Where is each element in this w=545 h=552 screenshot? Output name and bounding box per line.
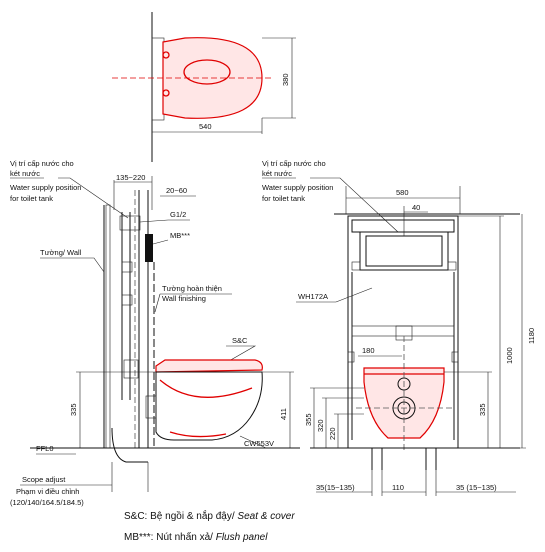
side-dim-335: 335	[69, 403, 78, 416]
side-seat	[155, 359, 263, 373]
sc-note: S&C: Bệ ngồi & nắp đậy/ Seat & cover	[124, 509, 295, 522]
finishing-en-label: Wall finishing	[162, 294, 206, 303]
front-dim-320: 320	[316, 419, 325, 432]
side-dim-411: 411	[279, 408, 288, 420]
front-dim-40: 40	[412, 203, 420, 212]
side-supply-en-1: Water supply position	[10, 183, 81, 192]
side-view: Vị trí cấp nước cho két nước Water suppl…	[10, 159, 300, 507]
sc-label: S&C	[232, 336, 248, 345]
front-dim-1000: 1000	[505, 347, 514, 364]
finishing-vi-label: Tường hoàn thiện	[162, 284, 222, 293]
scope-en-label: Scope adjust	[22, 475, 66, 484]
front-supply-vi-1: Vị trí cấp nước cho	[262, 159, 326, 168]
side-dim-135-220: 135~220	[116, 173, 145, 182]
top-depth-label: 380	[281, 73, 290, 86]
front-dim-220: 220	[328, 427, 337, 440]
front-dim-110: 110	[392, 483, 404, 492]
front-dim-355: 355	[304, 413, 313, 426]
scope-vi-label: Phạm vi điều chỉnh	[16, 487, 79, 496]
front-view: Vị trí cấp nước cho két nước Water suppl…	[262, 159, 536, 496]
side-supply-en-2: for toilet tank	[10, 194, 53, 203]
front-dim-335: 335	[478, 403, 487, 416]
front-supply-vi-2: két nước	[262, 169, 292, 178]
top-view: 380 540	[112, 12, 296, 162]
front-dim-180: 180	[362, 346, 375, 355]
scope-values-label: (120/140/164.5/184.5)	[10, 498, 84, 507]
side-supply-vi-1: Vị trí cấp nước cho	[10, 159, 74, 168]
notes: S&C: Bệ ngồi & nắp đậy/ Seat & cover MB*…	[124, 509, 295, 543]
mb-note: MB***: Nút nhấn xả/ Flush panel	[124, 531, 268, 543]
front-dim-right-35: 35 (15~135)	[456, 483, 497, 492]
side-supply-vi-2: két nước	[10, 169, 40, 178]
front-dim-1180: 1180	[527, 328, 536, 344]
top-width-label: 540	[199, 122, 212, 131]
side-bowl	[155, 371, 263, 441]
side-dim-20-60: 20~60	[166, 186, 187, 195]
front-supply-en-2: for toilet tank	[262, 194, 305, 203]
front-supply-en-1: Water supply position	[262, 183, 333, 192]
ffl-label: FFL0	[36, 444, 54, 453]
front-dim-580: 580	[396, 188, 409, 197]
bowl-model-label: CW553V	[244, 439, 274, 448]
front-dim-left-35: 35(15~135)	[316, 483, 355, 492]
wall-label: Tường/ Wall	[40, 248, 82, 257]
g12-label: G1/2	[170, 210, 186, 219]
frame-model-label: WH172A	[298, 292, 328, 301]
mb-label: MB***	[170, 231, 190, 240]
